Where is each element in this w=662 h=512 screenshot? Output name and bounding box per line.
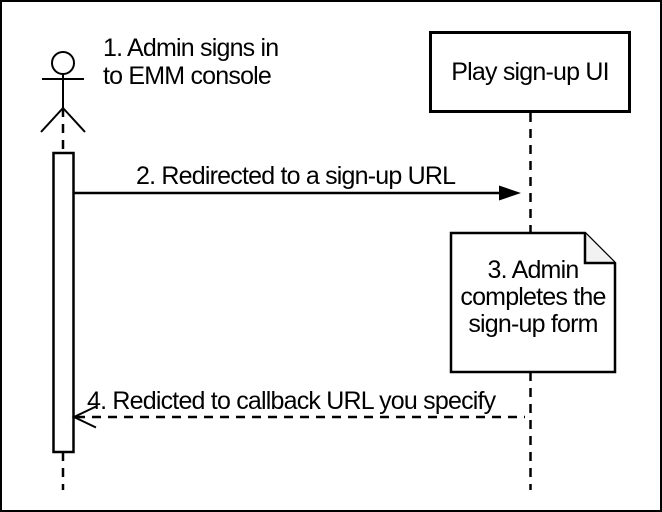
note-label-line1: 3. Admin xyxy=(487,256,580,284)
note-label-line2: completes the xyxy=(460,283,606,311)
note-body xyxy=(449,231,617,374)
note-label: 3. Admin completes the sign-up form xyxy=(451,257,615,338)
stick-figure-actor-icon xyxy=(40,51,86,133)
participant-label: Play sign-up UI xyxy=(451,57,609,86)
actor-head xyxy=(51,51,75,75)
actor-caption: 1. Admin signs in to EMM console xyxy=(103,34,279,90)
message-4-label: 4. Redicted to callback URL you specify xyxy=(87,387,496,415)
message-4-arrow xyxy=(71,405,525,429)
actor-caption-line2: to EMM console xyxy=(103,62,272,90)
message-2-filled-arrowhead-icon xyxy=(499,185,521,201)
actor-leg-right xyxy=(62,107,86,133)
actor-caption-line1: 1. Admin signs in xyxy=(103,34,279,62)
note-label-line3: sign-up form xyxy=(468,310,598,338)
note-fold-icon xyxy=(583,233,615,265)
actor-leg-left xyxy=(40,107,64,133)
note-shape xyxy=(449,231,617,374)
message-2-label: 2. Redirected to a sign-up URL xyxy=(136,162,456,190)
message-2-arrow xyxy=(73,185,521,201)
note-fold-fill xyxy=(585,233,615,263)
actor-activation-bar xyxy=(52,151,75,454)
participant-play-signup-ui: Play sign-up UI xyxy=(429,31,631,113)
message-4-open-arrowhead-icon xyxy=(71,405,97,429)
